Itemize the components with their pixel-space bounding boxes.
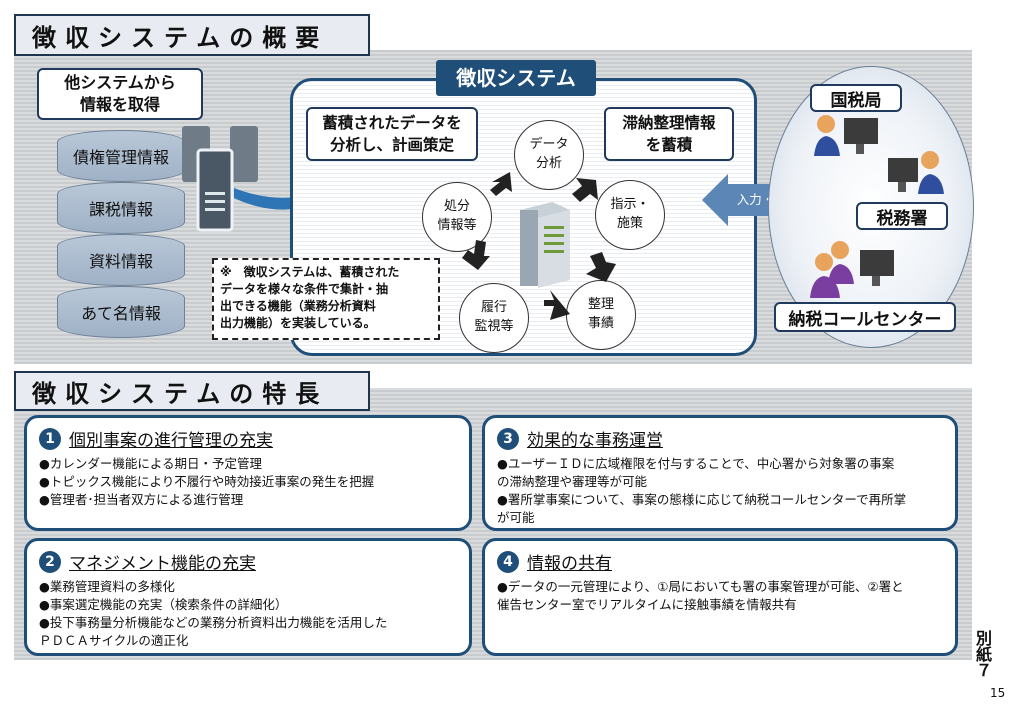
cycle-arrow-2	[586, 252, 616, 282]
cycle-monitoring: 履行 監視等	[459, 283, 529, 353]
feature-card-3-bullet-2: の滞納整理や審理等が可能	[497, 474, 648, 489]
feature-card-2-number: 2	[39, 550, 61, 573]
feature-card-2-bullet-2: ●事案選定機能の充実（検索条件の詳細化）	[39, 597, 288, 612]
feature-card-4-number: 4	[497, 550, 519, 573]
overview-header-text: 徴収システムの概要	[32, 23, 329, 52]
feature-card-1-bullet-1: ●カレンダー機能による期日・予定管理	[39, 456, 263, 471]
person-at-desk-icon-2	[888, 151, 944, 194]
note-mark: ※	[220, 265, 232, 279]
system-title-text: 徴収システム	[456, 66, 576, 90]
features-header-text: 徴収システムの特長	[32, 379, 329, 408]
overview-header: 徴収システムの概要	[14, 14, 370, 56]
feature-card-1-bullet-2: ●トピックス機能により不履行や時効接近事案の発生を把握	[39, 474, 375, 489]
central-server-icon	[520, 202, 570, 288]
feature-card-3-bullet-4: が可能	[497, 510, 535, 525]
system-title: 徴収システム	[436, 60, 596, 96]
cycle-arrows	[462, 172, 616, 320]
feature-card-2-bullet-3: ●投下事務量分析機能などの業務分析資料出力機能を活用した	[39, 615, 388, 630]
user-national-tax-bureau-label: 国税局	[830, 90, 882, 111]
source-box-line1: 他システムから	[64, 73, 176, 92]
page-number: 15	[990, 686, 1006, 700]
analysis-box-line2: 分析し、計画策定	[329, 136, 454, 154]
feature-card-2-title-text: マネジメント機能の充実	[69, 554, 256, 574]
feature-card-4-bullet-2: 催告センター室でリアルタイムに接触事績を情報共有	[497, 597, 797, 612]
cycle-instruction-line1: 指示・	[610, 197, 650, 213]
accumulate-box: 滞納整理情報 を蓄積	[604, 107, 734, 161]
feature-card-2-bullet-1: ●業務管理資料の多様化	[39, 579, 175, 594]
system-note: ※ 徴収システムは、蓄積された データを様々な条件で集計・抽 出できる機能（業務分…	[212, 258, 440, 340]
note-line-2: データを様々な条件で集計・抽	[220, 282, 389, 296]
cycle-instruction: 指示・ 施策	[595, 180, 665, 250]
cycle-disposal-line1: 処分	[443, 199, 470, 215]
source-box-line2: 情報を取得	[79, 95, 160, 114]
cycle-monitoring-line1: 履行	[480, 300, 507, 316]
feature-card-4-bullet-1: ●データの一元管理により、①局においても署の事案管理が可能、②署と	[497, 579, 904, 594]
db-item-taxation-label: 課税情報	[88, 200, 153, 219]
cycle-disposal-line2: 情報等	[437, 218, 477, 233]
feature-card-1-title-text: 個別事案の進行管理の充実	[69, 431, 273, 451]
system-note-line1: ※ 徴収システムは、蓄積された	[220, 264, 432, 281]
user-call-center-label: 納税コールセンター	[788, 309, 942, 330]
db-item-taxation: 課税情報	[57, 182, 185, 234]
cycle-arrow-3	[544, 290, 570, 320]
cycle-monitoring-line2: 監視等	[474, 319, 514, 334]
db-item-materials: 資料情報	[57, 234, 185, 286]
cycle-arrow-4	[462, 240, 490, 270]
cycle-arrow-5	[490, 172, 512, 196]
db-item-credit: 債権管理情報	[57, 130, 185, 182]
cycle-disposal: 処分 情報等	[422, 182, 492, 252]
feature-card-3-bullet-1: ●ユーザーＩＤに広域権限を付与することで、中心署から対象署の事案	[497, 456, 895, 471]
accumulate-box-line1: 滞納整理情報	[622, 114, 716, 132]
cycle-instruction-line2: 施策	[616, 216, 643, 231]
cycle-data-analysis-line1: データ	[529, 137, 569, 153]
cycle-arrow-1	[572, 178, 598, 202]
user-national-tax-bureau: 国税局	[810, 84, 902, 112]
db-item-address-label: あて名情報	[81, 304, 161, 323]
feature-card-2-bullet-4: ＰＤＣＡサイクルの適正化	[39, 633, 189, 648]
db-item-address: あて名情報	[57, 286, 185, 338]
feature-card-2-title: 2 マネジメント機能の充実	[39, 549, 457, 574]
feature-card-2: 2 マネジメント機能の充実 ●業務管理資料の多様化 ●事案選定機能の充実（検索条…	[24, 538, 472, 656]
side-label: 別紙７	[973, 630, 992, 678]
db-item-credit-label: 債権管理情報	[72, 148, 169, 167]
feature-card-3-title: 3 効果的な事務運営	[497, 426, 943, 451]
user-tax-office-label: 税務署	[876, 208, 928, 229]
user-tax-office: 税務署	[856, 202, 948, 230]
note-line-3: 出できる機能（業務分析資料	[220, 299, 376, 313]
cycle-data-analysis-line2: 分析	[535, 156, 562, 171]
database-stack: 債権管理情報 課税情報 資料情報 あて名情報	[57, 130, 185, 344]
feature-card-4: 4 情報の共有 ●データの一元管理により、①局においても署の事案管理が可能、②署…	[482, 538, 958, 656]
source-box: 他システムから 情報を取得	[37, 68, 203, 120]
db-item-materials-label: 資料情報	[88, 252, 153, 271]
note-line-1: 徴収システムは、蓄積された	[243, 265, 400, 279]
feature-card-1: 1 個別事案の進行管理の充実 ●カレンダー機能による期日・予定管理 ●トピックス…	[24, 415, 472, 531]
analysis-box-line1: 蓄積されたデータを	[322, 114, 462, 132]
cycle-data-analysis: データ 分析	[514, 120, 584, 190]
user-call-center: 納税コールセンター	[774, 302, 956, 332]
server-icons	[182, 126, 258, 232]
feature-card-1-number: 1	[39, 427, 61, 450]
feature-card-3: 3 効果的な事務運営 ●ユーザーＩＤに広域権限を付与することで、中心署から対象署…	[482, 415, 958, 531]
person-at-desk-icon	[814, 115, 878, 156]
cycle-arrangement-line1: 整理	[587, 297, 614, 313]
feature-card-1-title: 1 個別事案の進行管理の充実	[39, 426, 457, 451]
feature-card-4-title: 4 情報の共有	[497, 549, 943, 574]
cycle-arrangement-line2: 事績	[587, 316, 614, 331]
feature-card-1-bullet-3: ●管理者･担当者双方による進行管理	[39, 492, 244, 507]
features-header: 徴収システムの特長	[14, 371, 370, 411]
accumulate-box-line2: を蓄積	[645, 136, 693, 154]
feature-card-3-bullet-3: ●署所掌事案について、事案の態様に応じて納税コールセンターで再所掌	[497, 492, 907, 507]
call-center-staff-icon	[810, 241, 894, 298]
feature-card-4-title-text: 情報の共有	[527, 554, 612, 574]
analysis-box: 蓄積されたデータを 分析し、計画策定	[306, 107, 478, 161]
feature-card-3-title-text: 効果的な事務運営	[527, 431, 663, 451]
feature-card-3-number: 3	[497, 427, 519, 450]
note-line-4: 出力機能）を実装している。	[220, 316, 376, 330]
